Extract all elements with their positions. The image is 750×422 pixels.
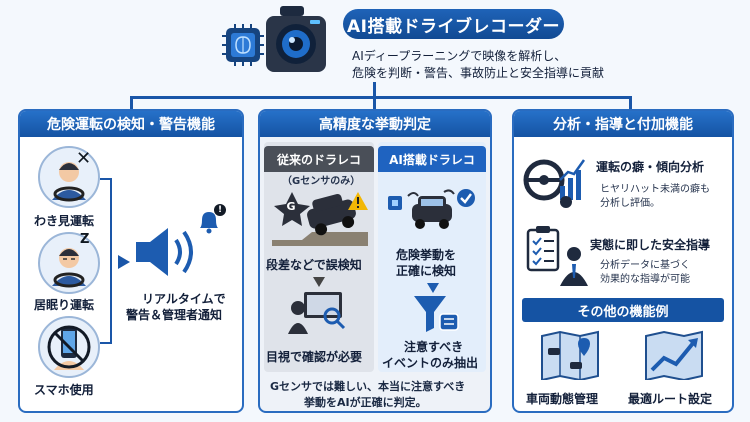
left-item-label-3: スマホ使用: [34, 383, 94, 397]
guidance-line2: 効果的な指導が可能: [600, 274, 690, 285]
optimal-route-map-icon: [644, 330, 704, 382]
conventional-header: 従来のドラレコ: [264, 146, 374, 172]
g-sensor-mark: G: [286, 199, 296, 213]
other-features-title: その他の機能例: [577, 304, 669, 320]
center-footer-line1: Gセンサでは難しい、本当に注意すべき: [270, 380, 466, 393]
right-panel-title: 分析・指導と付加機能: [514, 111, 732, 137]
prohibited-x-icon: ✕: [76, 148, 92, 169]
drowsy-driver-icon: [38, 232, 100, 294]
ai-step1-line1: 危険挙動を: [396, 248, 457, 262]
conventional-subtitle: （Gセンサのみ）: [282, 176, 361, 187]
analysis-title: 運転の癖・傾向分析: [596, 160, 705, 174]
conventional-title: 従来のドラレコ: [276, 152, 361, 167]
check-icon: [456, 188, 476, 208]
feature-label-2: 最適ルート設定: [628, 392, 713, 406]
ai-step1-line2: 正確に検知: [396, 264, 457, 278]
conventional-step2: 目視で確認が必要: [266, 350, 363, 364]
alert-text-line1: リアルタイムで: [142, 292, 226, 306]
analysis-line2: 分析し評価。: [600, 198, 660, 209]
ai-chip-icon: [386, 194, 404, 212]
dashcam-icon: [266, 6, 326, 72]
ai-step2-line1: 注意すべき: [404, 340, 464, 354]
guidance-line1: 分析データに基づく: [600, 260, 690, 271]
arrow-right-icon: [112, 254, 130, 269]
other-features-banner: その他の機能例: [522, 298, 724, 322]
sleep-z-icon: Z: [80, 232, 90, 247]
speaker-alert-icon: [134, 222, 206, 282]
ai-column: [378, 142, 486, 372]
conventional-step1: 段差などで誤検知: [266, 258, 362, 272]
phone-use-icon: [38, 316, 100, 378]
guidance-title: 実態に即した安全指導: [590, 238, 711, 252]
bell-alert-icon: [196, 206, 226, 236]
alert-text-line2: 警告＆管理者通知: [126, 308, 223, 322]
ai-brain-chip-icon: [222, 24, 264, 66]
checklist-guidance-icon: [526, 224, 590, 286]
left-panel-title: 危険運転の検知・警告機能: [20, 111, 242, 137]
left-item-label-2: 居眠り運転: [34, 298, 95, 312]
header-description-line1: AIディープラーニングで映像を解析し、: [352, 49, 567, 63]
connector-right: [629, 96, 632, 110]
arrow-down-icon-ai: [427, 280, 439, 293]
feature-label-1: 車両動態管理: [526, 392, 599, 406]
warning-triangle-icon: [348, 192, 368, 210]
connector-vertical: [373, 82, 376, 98]
filter-funnel-icon: [412, 294, 460, 334]
connector-horizontal: [130, 96, 632, 99]
ai-step2-line2: イベントのみ抽出: [382, 356, 479, 370]
header-description-line2: 危険を判断・警告、事故防止と安全指導に貢献: [352, 66, 605, 80]
left-item-label-1: わき見運転: [34, 214, 95, 228]
center-footer-line2: 挙動をAIが正確に判定。: [304, 396, 427, 409]
center-panel-title: 高精度な挙動判定: [260, 111, 490, 137]
g-sensor-badge: G: [283, 198, 299, 214]
analysis-line1: ヒヤリハット未満の癖も: [600, 184, 710, 195]
dashcam-illustration: [222, 4, 334, 88]
distracted-driver-icon: [38, 146, 100, 208]
ai-header: AI搭載ドラレコ: [378, 146, 486, 172]
connector-left: [130, 96, 133, 110]
ai-title: AI搭載ドラレコ: [389, 152, 475, 167]
bracket-line: [100, 178, 112, 344]
arrow-down-icon: [313, 274, 325, 287]
vehicle-tracking-map-icon: [540, 330, 600, 382]
conventional-column: [264, 142, 374, 372]
manual-review-icon: [288, 290, 352, 334]
connector-center: [373, 96, 376, 110]
alert-badge-mark: !: [217, 205, 223, 215]
steering-analysis-icon: [522, 150, 588, 210]
main-title: AI搭載ドライブレコーダー: [343, 9, 564, 39]
bump-car-icon: [272, 188, 368, 246]
ai-car-icon: [404, 186, 460, 232]
alert-badge: !: [214, 204, 226, 216]
